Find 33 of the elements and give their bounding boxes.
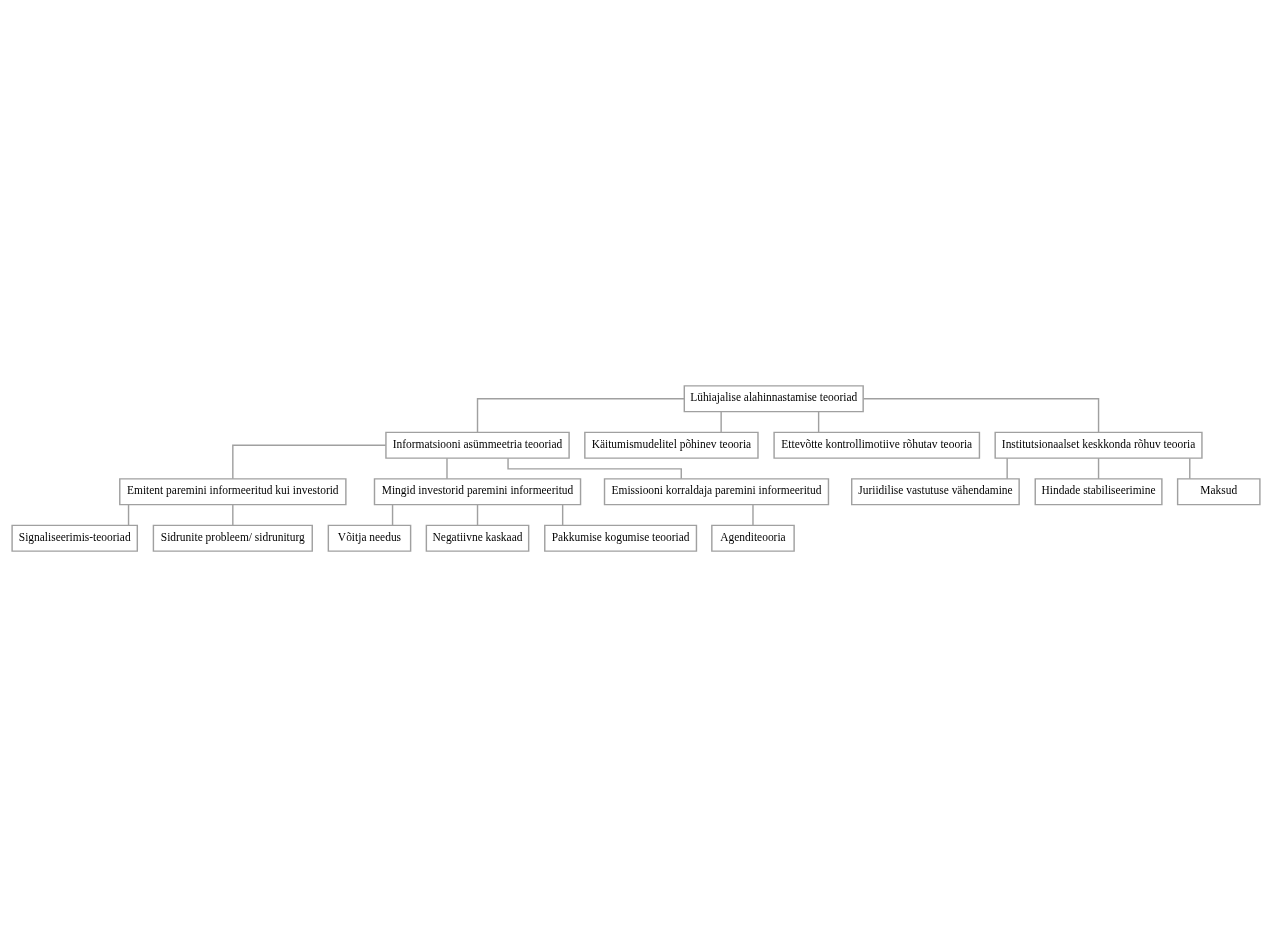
node-box: Emissiooni korraldaja paremini informeeritud (603, 477, 830, 505)
connector (720, 410, 722, 433)
node-box: Lühiajalise alahinnastamise teooriad (683, 384, 864, 412)
node-box: Institutsionaalset keskkonda rõhuv teooria (994, 431, 1203, 459)
connector (1097, 457, 1100, 480)
connector (127, 503, 130, 526)
node-box: Pakkumise kogumise teooriad (544, 524, 698, 552)
node-box: Võitja needus (327, 524, 412, 552)
node-box: Agenditeooria (711, 524, 795, 552)
connector (862, 397, 1100, 433)
node-box: Negatiivne kaskaad (425, 524, 530, 552)
node-box: Ettevõtte kontrollimotiive rõhutav teooria (773, 431, 981, 459)
connector (232, 444, 387, 479)
node-box: Hindade stabiliseerimine (1034, 477, 1163, 505)
node-box: Maksud (1176, 477, 1261, 505)
node-box: Mingid investorid paremini informeeritud (373, 477, 582, 505)
connector (476, 503, 479, 526)
connector (232, 503, 234, 526)
connector (391, 503, 394, 526)
connector (1006, 457, 1008, 480)
node-box: Juriidilise vastutuse vähendamine (851, 477, 1020, 505)
connector (817, 410, 820, 433)
node-box: Sidrunite probleem/ sidruniturg (152, 524, 313, 552)
connector (507, 456, 682, 479)
connector (1189, 457, 1191, 480)
node-box: Käitumismudelitel põhinev teooria (584, 431, 759, 459)
node-box: Emitent paremini informeeritud kui investorid (119, 477, 347, 505)
connector (476, 397, 685, 433)
connector (446, 457, 448, 480)
connector (561, 503, 564, 526)
node-box: Signaliseerimis-teooriad (11, 524, 139, 552)
connector (752, 503, 754, 526)
node-box: Informatsiooni asümmeetria teooriad (385, 431, 570, 459)
